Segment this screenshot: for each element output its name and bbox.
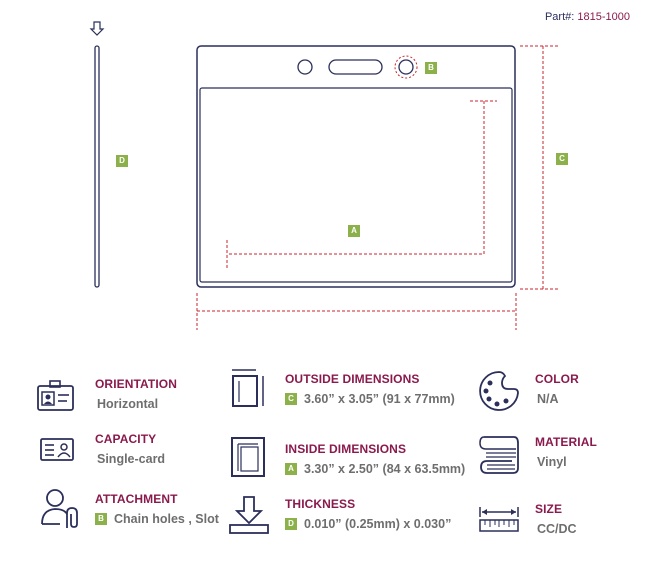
thickness-value-text: 0.010” (0.25mm) x 0.030” xyxy=(304,517,452,531)
inside-badge: A xyxy=(285,462,297,475)
person-clip-icon xyxy=(41,489,78,528)
dimension-lines xyxy=(196,45,560,330)
orientation-title: ORIENTATION xyxy=(95,377,177,391)
hole-highlight xyxy=(394,55,418,79)
inside-dimensions-icon xyxy=(231,437,265,477)
id-card-icon xyxy=(40,438,74,461)
inside-dimensions-title: INSIDE DIMENSIONS xyxy=(285,442,407,456)
outside-value-text: 3.60” x 3.05” (91 x 77mm) xyxy=(304,392,455,406)
holder-front-view xyxy=(196,45,516,288)
badge-b: B xyxy=(425,62,437,74)
badge-a: A xyxy=(348,225,360,237)
size-value: CC/DC xyxy=(537,522,577,536)
side-view xyxy=(89,21,105,288)
inside-pocket xyxy=(199,87,513,283)
attachment-title: ATTACHMENT xyxy=(95,492,178,506)
orientation-value: Horizontal xyxy=(97,397,159,411)
color-value: N/A xyxy=(537,392,559,406)
attachment-value: B Chain holes , Slot xyxy=(95,512,219,526)
id-badge-icon xyxy=(37,380,74,411)
thickness-badge: D xyxy=(285,517,297,530)
part-number-value: 1815-1000 xyxy=(577,11,630,23)
size-title: SIZE xyxy=(535,502,563,516)
inside-value-text: 3.30” x 2.50” (84 x 63.5mm) xyxy=(304,462,466,476)
dim-a-path xyxy=(227,101,485,255)
down-arrow-icon xyxy=(89,21,105,36)
inside-dimensions-value: A 3.30” x 2.50” (84 x 63.5mm) xyxy=(285,462,465,476)
chain-hole-left xyxy=(297,59,313,75)
material-title: MATERIAL xyxy=(535,435,597,449)
outside-dimensions-value: C 3.60” x 3.05” (91 x 77mm) xyxy=(285,392,455,406)
outside-dimensions-title: OUTSIDE DIMENSIONS xyxy=(285,372,420,386)
thickness-title: THICKNESS xyxy=(285,497,356,511)
outside-badge: C xyxy=(285,392,297,405)
capacity-title: CAPACITY xyxy=(95,432,157,446)
chain-hole-right xyxy=(398,59,414,75)
palette-icon xyxy=(479,371,519,411)
attachment-value-text: Chain holes , Slot xyxy=(114,512,219,526)
badge-d: D xyxy=(116,155,128,167)
color-title: COLOR xyxy=(535,372,579,386)
part-number: Part#: 1815-1000 xyxy=(545,11,630,23)
badge-c: C xyxy=(556,153,568,165)
technical-drawing xyxy=(89,21,560,330)
attachment-badge: B xyxy=(95,512,107,525)
thickness-value: D 0.010” (0.25mm) x 0.030” xyxy=(285,517,451,531)
ruler-icon xyxy=(479,507,519,532)
outside-dimensions-icon xyxy=(232,369,264,407)
material-value: Vinyl xyxy=(537,455,567,469)
material-roll-icon xyxy=(479,436,519,474)
thickness-arrow-icon xyxy=(229,496,269,534)
side-profile xyxy=(94,45,100,288)
slot-punch xyxy=(328,59,383,75)
part-label: Part#: xyxy=(544,11,575,23)
capacity-value: Single-card xyxy=(97,452,166,466)
